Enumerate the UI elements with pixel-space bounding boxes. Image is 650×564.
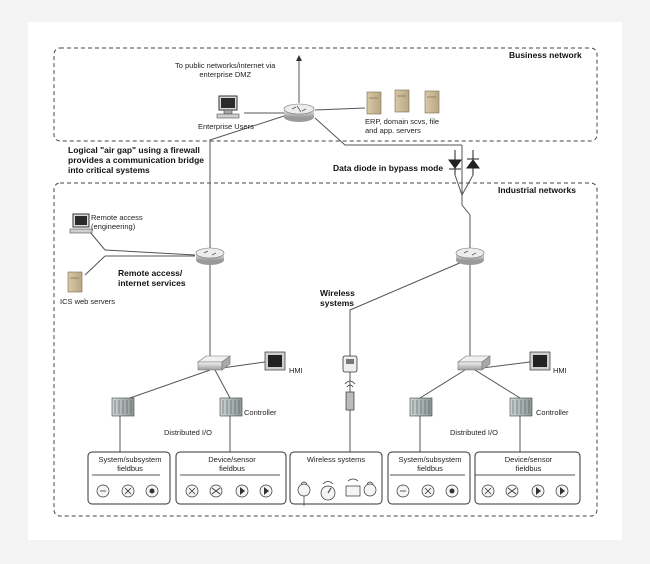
pump-icon: [531, 484, 545, 498]
right-industrial-router-icon: [455, 247, 485, 265]
right-controller-icon: [509, 397, 533, 417]
sensor-icon: [481, 484, 495, 498]
business-network-label: Business network: [509, 50, 582, 60]
wireless-gateway-icon: [342, 355, 358, 373]
ics-web-servers-label: ICS web servers: [60, 297, 116, 306]
business-router-icon: [283, 103, 315, 122]
server-icons: [366, 89, 440, 115]
left-switch-icon: [197, 355, 231, 371]
left-distributed-io-icon: [111, 397, 135, 417]
servers-label: ERP, domain scvs, file and app. servers: [365, 117, 440, 135]
fieldbus-box-sys-left: [87, 451, 171, 505]
controller-right-label: Controller: [536, 408, 569, 417]
wireless-systems-box-label: Wireless systems: [306, 455, 366, 464]
valve-icon: [421, 484, 435, 498]
wireless-gauge-icon: [320, 481, 336, 501]
gear-icon: [445, 484, 459, 498]
wireless-sensor-icon: [297, 481, 311, 506]
fieldbus-sys-left-label: System/subsystem fieldbus: [98, 455, 162, 473]
fieldbus-boxes: [87, 451, 581, 505]
fieldbus-box-dev-left: [175, 451, 287, 505]
wireless-systems-box: [289, 451, 383, 505]
fieldbus-dev-right-label: Device/sensor fieldbus: [504, 455, 553, 473]
sensor-icon: [185, 484, 199, 498]
right-distributed-io-icon: [409, 397, 433, 417]
right-hmi-icon: [529, 351, 551, 371]
fieldbus-sys-right-label: System/subsystem fieldbus: [398, 455, 462, 473]
left-hmi-icon: [264, 351, 286, 371]
ics-web-server-icon: [67, 271, 83, 293]
hmi-right-label: HMI: [553, 366, 567, 375]
business-zone: [53, 47, 598, 142]
motor-icon: [555, 484, 569, 498]
valve-icon: [505, 484, 519, 498]
fieldbus-dev-left-label: Device/sensor fieldbus: [208, 455, 256, 473]
remote-access-services-label: Remote access/ internet services: [118, 268, 186, 288]
distributed-io-right-label: Distributed I/O: [450, 428, 498, 437]
fieldbus-box-dev-right: [474, 451, 581, 505]
pump-icon: [235, 484, 249, 498]
canvas-area: [28, 22, 622, 540]
motor-icon: [259, 484, 273, 498]
controller-left-label: Controller: [244, 408, 277, 417]
motor-icon: [96, 484, 110, 498]
data-diode: [448, 150, 480, 196]
wireless-tank-icon: [363, 481, 377, 497]
hmi-left-label: HMI: [289, 366, 303, 375]
public-networks-label: To public networks/internet via enterpri…: [175, 61, 276, 79]
enterprise-users-label: Enterprise Users: [198, 122, 254, 131]
remote-access-eng-label: Remote access (engineering): [91, 213, 143, 231]
wireless-systems-label: Wireless systems: [320, 288, 355, 308]
data-diode-label: Data diode in bypass mode: [333, 163, 444, 173]
right-switch-icon: [457, 355, 491, 371]
gear-icon: [145, 484, 159, 498]
wireless-valve-icon: [345, 478, 361, 497]
fieldbus-box-sys-right: [387, 451, 471, 505]
remote-access-pc-icon: [69, 213, 93, 234]
air-gap-label: Logical "air gap" using a firewall provi…: [68, 145, 205, 175]
motor-icon: [396, 484, 410, 498]
left-controller-icon: [219, 397, 243, 417]
wireless-transmitter-icon: [344, 380, 356, 411]
industrial-networks-label: Industrial networks: [498, 185, 576, 195]
enterprise-pc-icon: [216, 95, 240, 119]
industrial-zone: [53, 182, 598, 517]
valve-icon: [121, 484, 135, 498]
field-device-icons: [96, 478, 569, 506]
left-industrial-router-icon: [195, 247, 225, 265]
distributed-io-left-label: Distributed I/O: [164, 428, 212, 437]
connections: [84, 55, 575, 476]
valve-icon: [209, 484, 223, 498]
